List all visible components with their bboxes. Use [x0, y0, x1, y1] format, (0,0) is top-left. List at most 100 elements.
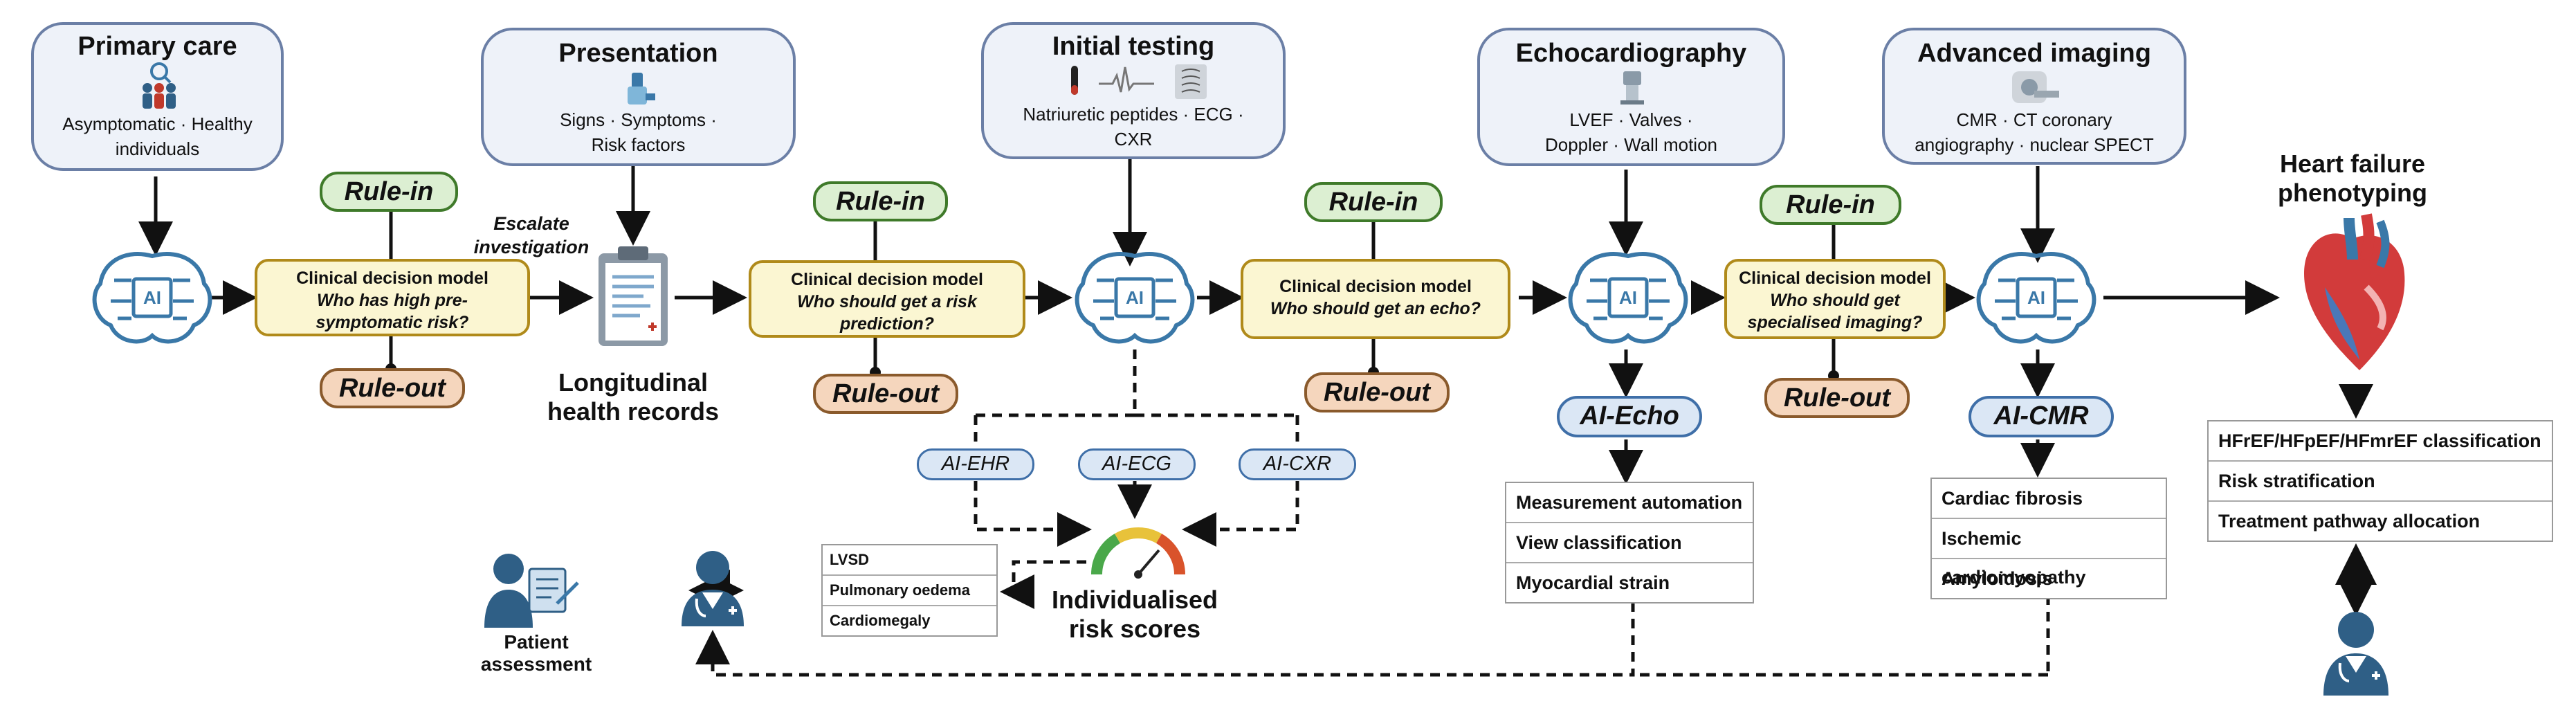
- clinical-decision-model-4: Clinical decision model Who should get s…: [1724, 259, 1946, 339]
- stage-subtitle-line: Doppler · Wall motion: [1544, 134, 1717, 155]
- echo-findings-list: Measurement automation View classificati…: [1505, 482, 1754, 604]
- rule-in-badge: Rule-in: [813, 181, 948, 221]
- cdm-title: Clinical decision model: [1739, 269, 1931, 288]
- label-line: Escalate: [493, 213, 569, 234]
- clinical-decision-model-2: Clinical decision model Who should get a…: [749, 260, 1025, 338]
- individualised-risk-scores-label: Individualised risk scores: [1031, 586, 1239, 644]
- xray-icon: [1175, 64, 1207, 99]
- label-line: assessment: [480, 653, 592, 675]
- list-item: LVSD: [823, 545, 996, 576]
- stage-subtitle-line: Signs · Symptoms ·: [560, 109, 717, 130]
- list-item: Cardiomegaly: [830, 612, 931, 629]
- list-item: HFrEF/HFpEF/HFmrEF classification: [2209, 421, 2552, 462]
- label-line: investigation: [473, 237, 590, 257]
- label-line: health records: [547, 397, 720, 426]
- stage-advanced-imaging: Advanced imaging CMR · CT coronary angio…: [1882, 28, 2186, 165]
- label-line: Heart failure: [2279, 149, 2426, 178]
- list-item: Ischemic cardiomyopathy: [1932, 519, 2166, 588]
- list-item: Pulmonary oedema: [823, 576, 996, 606]
- test-icons: [984, 62, 1283, 102]
- cmr-findings-list: Cardiac fibrosis Ischemic cardiomyopathy…: [1930, 478, 2167, 599]
- label-line: phenotyping: [2278, 179, 2427, 207]
- stage-subtitle: LVEF · Valves · Doppler · Wall motion: [1480, 107, 1782, 157]
- ai-brain-icon: AI: [1971, 246, 2102, 353]
- cdm-title: Clinical decision model: [791, 270, 983, 289]
- ai-text: AI: [2027, 287, 2045, 308]
- label-line: Individualised: [1051, 586, 1218, 614]
- initial-findings-list: LVSD Pulmonary oedema Cardiomegaly: [821, 544, 998, 637]
- mri-scanner-icon: [1885, 69, 2184, 107]
- rule-in-badge: Rule-in: [320, 172, 458, 212]
- stage-subtitle-line: Asymptomatic · Healthy: [62, 114, 253, 134]
- people-search-icon: [34, 62, 281, 111]
- stage-subtitle-line: CMR · CT coronary: [1956, 109, 2112, 130]
- stage-presentation: Presentation Signs · Symptoms · Risk fac…: [481, 28, 796, 166]
- cdm-question: Who has high pre-: [316, 291, 468, 310]
- cdm-question: Who should get: [1770, 291, 1900, 310]
- rule-out-badge: Rule-out: [813, 374, 958, 414]
- stage-subtitle: Signs · Symptoms · Risk factors: [484, 107, 793, 157]
- cdm-question: Who should get an echo?: [1270, 299, 1481, 318]
- list-item: Risk stratification: [2209, 462, 2552, 502]
- cdm-question: prediction?: [839, 314, 935, 334]
- rule-in-badge: Rule-in: [1304, 182, 1443, 222]
- stage-echocardiography: Echocardiography LVEF · Valves · Doppler…: [1477, 28, 1785, 166]
- cdm-question: specialised imaging?: [1747, 313, 1923, 332]
- clipboard-icon: [592, 244, 675, 351]
- stage-subtitle-line: Natriuretic peptides · ECG ·: [1023, 104, 1244, 125]
- ai-cmr-badge: AI-CMR: [1968, 396, 2114, 437]
- patient-assessment-label: Patient assessment: [453, 631, 619, 675]
- stage-subtitle: Asymptomatic · Healthy individuals: [34, 111, 281, 161]
- hf-findings-list: HFrEF/HFpEF/HFmrEF classification Risk s…: [2207, 420, 2553, 542]
- ai-text: AI: [1126, 287, 1144, 308]
- list-item: Myocardial strain: [1516, 572, 1670, 593]
- label-line: Longitudinal: [558, 368, 708, 397]
- patient-assessment-icon: [481, 548, 585, 635]
- stage-subtitle-line: individuals: [115, 138, 200, 159]
- cdm-question: symptomatic risk?: [316, 313, 469, 332]
- stage-title: Initial testing: [1052, 32, 1215, 61]
- list-item: Treatment pathway allocation: [2218, 511, 2481, 532]
- stage-subtitle: CMR · CT coronary angiography · nuclear …: [1885, 107, 2184, 157]
- stage-primary-care: Primary care Asymptomatic · Healthy indi…: [31, 22, 284, 171]
- label-line: Patient: [504, 631, 569, 653]
- stage-title: Presentation: [558, 39, 718, 68]
- clinical-decision-model-3: Clinical decision model Who should get a…: [1241, 259, 1510, 339]
- ai-text: AI: [143, 287, 161, 308]
- ai-brain-icon: AI: [1562, 246, 1694, 353]
- ai-ecg-badge: AI-ECG: [1078, 448, 1196, 480]
- rule-out-badge: Rule-out: [320, 368, 465, 408]
- stage-initial-testing: Initial testing Natriuretic peptides · E…: [981, 22, 1286, 159]
- stage-subtitle-line: CXR: [1114, 129, 1153, 149]
- stage-title: Primary care: [77, 32, 237, 61]
- ai-echo-badge: AI-Echo: [1557, 396, 1702, 437]
- ai-text: AI: [1619, 287, 1637, 308]
- list-item: Cardiac fibrosis: [1932, 479, 2166, 519]
- stage-title: Echocardiography: [1515, 39, 1747, 68]
- heart-icon: [2283, 211, 2422, 381]
- stage-subtitle-line: Risk factors: [591, 134, 686, 155]
- cdm-question: Who should get a risk: [797, 292, 977, 311]
- risk-gauge-icon: [1086, 519, 1190, 585]
- rule-out-badge: Rule-out: [1304, 372, 1450, 412]
- cdm-title: Clinical decision model: [296, 269, 488, 288]
- stage-title: Advanced imaging: [1917, 39, 2151, 68]
- longitudinal-health-records-label: Longitudinal health records: [533, 368, 733, 426]
- doctor-icon: [2318, 609, 2394, 702]
- escalate-investigation-label: Escalate investigation: [462, 212, 601, 259]
- ai-brain-icon: AI: [1069, 246, 1200, 353]
- list-item: Amyloidosis: [1942, 568, 2053, 589]
- stage-subtitle-line: angiography · nuclear SPECT: [1915, 134, 2154, 155]
- heart-failure-phenotyping-title: Heart failure phenotyping: [2242, 149, 2463, 208]
- clinical-decision-model-1: Clinical decision model Who has high pre…: [255, 259, 530, 336]
- ai-cxr-badge: AI-CXR: [1239, 448, 1356, 480]
- rule-in-badge: Rule-in: [1760, 185, 1901, 225]
- echo-machine-icon: [1480, 69, 1782, 107]
- inhaler-icon: [484, 69, 793, 107]
- label-line: risk scores: [1068, 615, 1201, 643]
- ai-brain-icon: AI: [86, 246, 218, 353]
- rule-out-badge: Rule-out: [1764, 378, 1910, 418]
- list-item: View classification: [1506, 523, 1753, 563]
- doctor-icon: [675, 547, 751, 633]
